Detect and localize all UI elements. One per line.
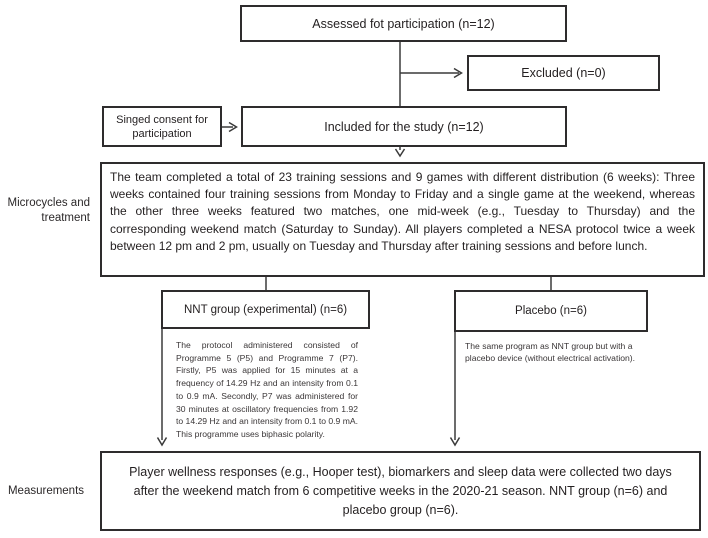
stage-label-microcycles: Microcycles and treatment xyxy=(7,197,90,224)
measurements-box: Player wellness responses (e.g., Hooper … xyxy=(100,451,701,531)
arrowhead-consent-icon xyxy=(228,121,238,133)
excluded-box: Excluded (n=0) xyxy=(467,55,660,91)
consent-box: Singed consent for participation xyxy=(102,106,222,147)
assessed-box: Assessed fot participation (n=12) xyxy=(240,5,567,42)
placebo-group-box: Placebo (n=6) xyxy=(454,290,648,332)
nnt-group-box: NNT group (experimental) (n=6) xyxy=(161,290,370,329)
placebo-protocol-description: The same program as NNT group but with a… xyxy=(465,341,636,363)
arrowhead-nnt-icon xyxy=(156,437,168,447)
arrowhead-excluded-icon xyxy=(453,67,463,79)
stage-label-measurements: Measurements xyxy=(7,485,85,497)
nnt-protocol-description: The protocol administered consisted of P… xyxy=(176,340,359,439)
included-box: Included for the study (n=12) xyxy=(241,106,567,147)
microcycles-box: The team completed a total of 23 trainin… xyxy=(100,162,705,277)
arrowhead-included-icon xyxy=(394,148,406,158)
arrowhead-placebo-icon xyxy=(449,437,461,447)
